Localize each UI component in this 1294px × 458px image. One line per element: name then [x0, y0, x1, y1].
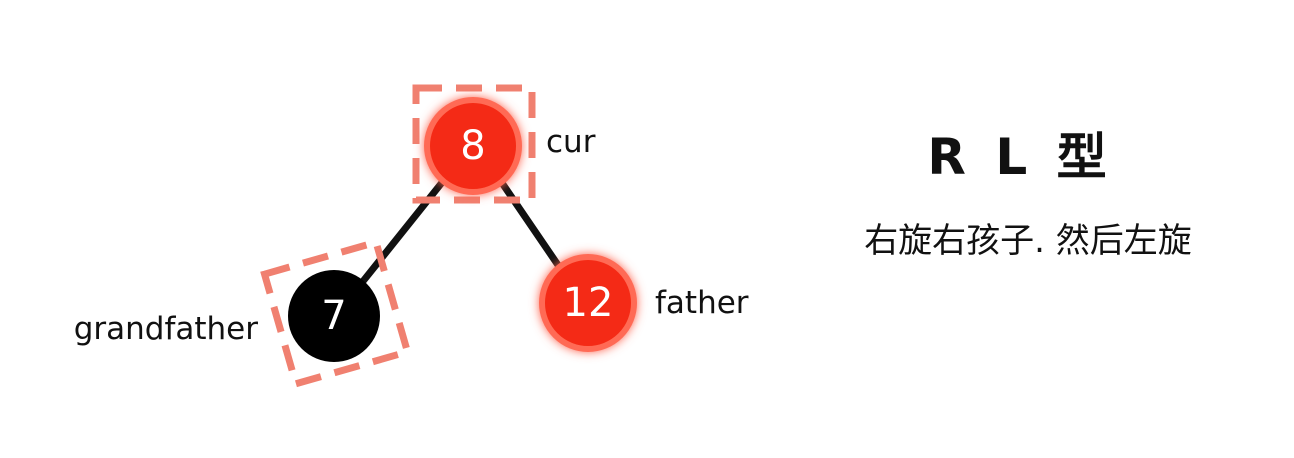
- node-grandfather-circle: [288, 270, 380, 362]
- edge-cur-father: [496, 176, 564, 272]
- page-subtitle: 右旋右孩子. 然后左旋: [864, 221, 1192, 261]
- node-cur-value: 8: [460, 123, 485, 169]
- node-cur-circle: [424, 97, 522, 195]
- node-father-circle: [539, 254, 637, 352]
- node-grandfather: 7: [288, 270, 380, 362]
- node-father: 12: [539, 254, 637, 352]
- node-father-value: 12: [563, 280, 614, 326]
- page-title: R L 型: [927, 128, 1112, 186]
- node-grandfather-label: grandfather: [74, 311, 259, 347]
- node-father-label: father: [655, 285, 749, 321]
- grandfather-highlight-box: [260, 237, 412, 389]
- cur-highlight-box: [412, 84, 536, 204]
- edge-cur-grandfather: [356, 176, 448, 289]
- node-cur-label: cur: [546, 124, 596, 160]
- node-cur: 8: [424, 97, 522, 195]
- node-grandfather-value: 7: [321, 293, 346, 339]
